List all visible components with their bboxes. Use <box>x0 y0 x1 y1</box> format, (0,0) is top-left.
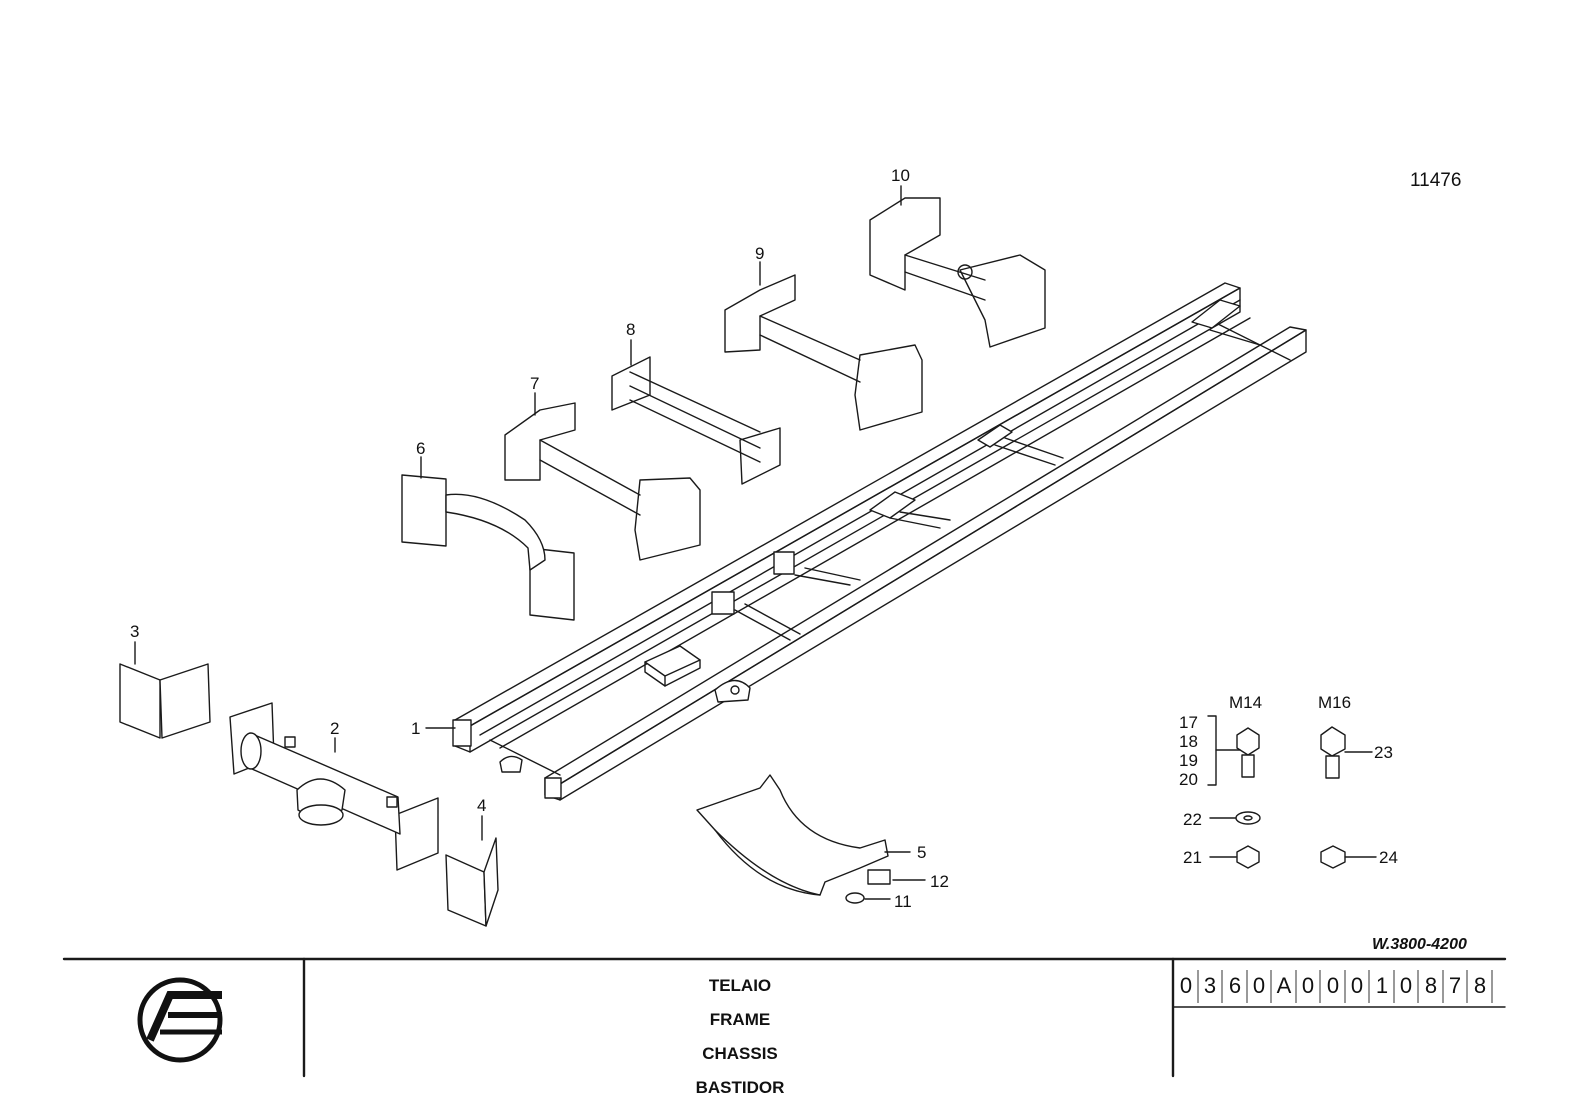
callout-21: 21 <box>1183 848 1202 867</box>
callout-22: 22 <box>1183 810 1202 829</box>
callout-6: 6 <box>416 439 426 458</box>
crossmember-part-8 <box>611 356 781 485</box>
nut-part-24 <box>1320 845 1346 869</box>
callout-17: 17 <box>1179 713 1198 732</box>
bolt-m14 <box>1236 727 1260 778</box>
part-code-char: 0 <box>1350 973 1364 998</box>
variant-range: W.3800-4200 <box>1372 936 1467 953</box>
part-code-char: 6 <box>1228 973 1242 998</box>
callout-3: 3 <box>130 622 140 641</box>
nut-part-21 <box>1236 845 1260 869</box>
part-code-char: 0 <box>1252 973 1266 998</box>
callout-10: 10 <box>891 166 910 185</box>
callout-23: 23 <box>1374 743 1393 762</box>
callout-9: 9 <box>755 244 765 263</box>
callout-5: 5 <box>917 843 927 862</box>
title-english: FRAME <box>709 1010 771 1029</box>
support-cradle-part-5 <box>696 774 891 904</box>
part-code-char: 8 <box>1473 973 1487 998</box>
thread-label-m16: M16 <box>1318 693 1352 712</box>
part-code-char: A <box>1276 973 1292 998</box>
angle-bracket-part-4 <box>445 837 499 927</box>
callout-2: 2 <box>330 719 340 738</box>
title-french: CHASSIS <box>702 1044 778 1063</box>
rear-tube-part-2 <box>229 702 439 871</box>
thread-label-m14: M14 <box>1229 693 1263 712</box>
part-code-char: 1 <box>1375 973 1389 998</box>
part-code-char: 0 <box>1399 973 1413 998</box>
part-code-char: 0 <box>1179 973 1193 998</box>
callout-18: 18 <box>1179 732 1198 751</box>
part-code-char: 0 <box>1301 973 1315 998</box>
washer-part-22 <box>1235 811 1261 825</box>
callout-1: 1 <box>411 719 421 738</box>
drawing-number: 11476 <box>1410 170 1462 191</box>
crossmember-part-6 <box>401 474 575 621</box>
callout-7: 7 <box>530 374 540 393</box>
bolt-m16 <box>1320 726 1346 779</box>
callout-8: 8 <box>626 320 636 339</box>
title-italian: TELAIO <box>708 976 772 995</box>
main-frame-part-1 <box>452 282 1307 801</box>
crossmember-part-10 <box>869 197 1046 348</box>
part-code-char: 8 <box>1424 973 1438 998</box>
callout-4: 4 <box>477 796 487 815</box>
part-code-char: 7 <box>1448 973 1462 998</box>
angle-bracket-part-3 <box>119 663 211 739</box>
callout-20: 20 <box>1179 770 1198 789</box>
callout-24: 24 <box>1379 848 1398 867</box>
part-code-char: 3 <box>1203 973 1217 998</box>
callout-19: 19 <box>1179 751 1198 770</box>
callout-12: 12 <box>930 872 949 891</box>
crossmember-part-7 <box>504 402 701 561</box>
part-code-char: 0 <box>1326 973 1340 998</box>
callout-11: 11 <box>894 892 912 911</box>
title-spanish: BASTIDOR <box>695 1078 785 1097</box>
manufacturer-logo <box>137 977 223 1063</box>
crossmember-part-9 <box>724 274 923 431</box>
